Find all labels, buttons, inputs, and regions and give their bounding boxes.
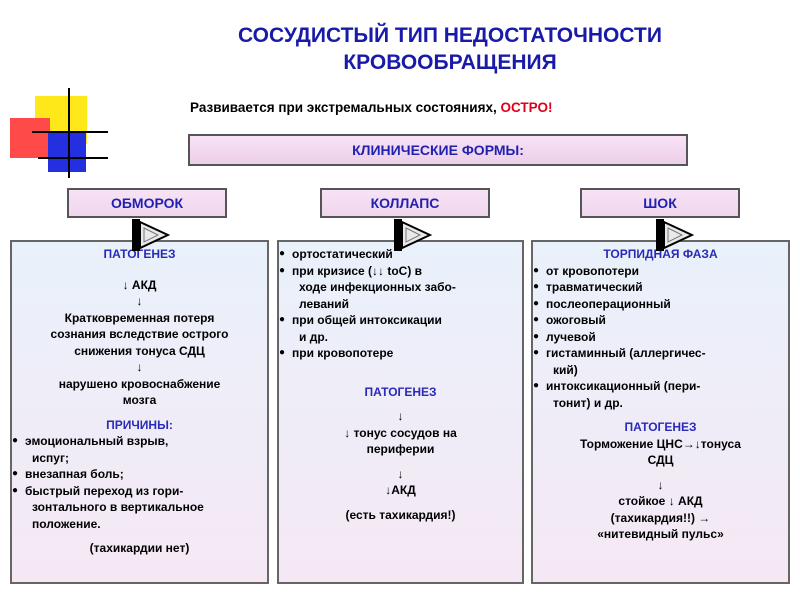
shock-item-3: послеоперационный xyxy=(533,296,788,313)
form-collapse: КОЛЛАПС xyxy=(320,188,490,218)
shock-item-6: гистаминный (аллергичес- xyxy=(533,345,788,362)
syncope-causes-label: ПРИЧИНЫ: xyxy=(106,417,173,432)
collapse-item-3: при общей интоксикации xyxy=(279,312,522,329)
collapse-pathogenesis-label: ПАТОГЕНЕЗ xyxy=(364,384,437,399)
shock-item-7-cont: тонит) и др. xyxy=(553,395,623,410)
collapse-akd: ↓АКД xyxy=(385,483,416,497)
syncope-cause-3-cont-2: положение. xyxy=(32,516,101,531)
shock-cns-1: Торможение ЦНС→↓тонуса xyxy=(580,436,741,451)
syncope-blood-1: нарушено кровоснабжение xyxy=(58,376,221,391)
syncope-arrow-1: ↓ xyxy=(136,294,143,308)
page-title: СОСУДИСТЫЙ ТИП НЕДОСТАТОЧНОСТИ КРОВООБРА… xyxy=(150,22,750,76)
shock-item-4: ожоговый xyxy=(533,312,788,329)
collapse-tone-1: ↓ тонус сосудов на xyxy=(344,425,457,440)
shock-cns-2: СДЦ xyxy=(647,453,674,467)
syncope-loss-1: Кратковременная потеря xyxy=(64,310,215,325)
shock-akd-2: (тахикардия!!) → xyxy=(610,510,711,525)
syncope-cause-3: быстрый переход из гори- xyxy=(12,483,267,500)
syncope-note: (тахикардии нет) xyxy=(89,541,190,555)
shock-arrow: ↓ xyxy=(657,477,664,492)
collapse-item-2: при кризисе (↓↓ toC) в xyxy=(279,263,522,280)
subtitle-main: Развивается при экстремальных состояниях… xyxy=(190,100,501,115)
deco-red-square xyxy=(10,118,50,158)
pointer-arrow-icon xyxy=(656,219,694,251)
syncope-cause-1-cont: испуг; xyxy=(32,450,69,465)
syncope-cause-2: внезапная боль; xyxy=(12,466,267,483)
clinical-forms-header: КЛИНИЧЕСКИЕ ФОРМЫ: xyxy=(188,134,688,166)
syncope-panel: ПАТОГЕНЕЗ ↓ АКД ↓ Кратковременная потеря… xyxy=(10,240,269,584)
syncope-akd: ↓ АКД xyxy=(122,277,157,292)
shock-panel: ТОРПИДНАЯ ФАЗА от кровопотери травматиче… xyxy=(531,240,790,584)
subtitle: Развивается при экстремальных состояниях… xyxy=(190,100,552,115)
collapse-item-3-cont: и др. xyxy=(299,329,328,344)
form-syncope: ОБМОРОК xyxy=(67,188,227,218)
collapse-tone-2: периферии xyxy=(366,442,435,456)
shock-item-7: интоксикационный (пери- xyxy=(533,378,788,395)
title-line-1: СОСУДИСТЫЙ ТИП НЕДОСТАТОЧНОСТИ xyxy=(238,24,662,47)
collapse-arrow-1: ↓ xyxy=(397,409,404,423)
pointer-arrow-icon xyxy=(132,219,170,251)
syncope-loss-3: снижения тонуса СДЦ xyxy=(74,343,205,358)
collapse-item-2-cont-1: ходе инфекционных забо- xyxy=(299,280,456,294)
subtitle-acute: ОСТРО! xyxy=(500,100,553,115)
shock-item-6-cont: кий) xyxy=(553,362,578,377)
deco-blue-square xyxy=(48,132,86,172)
title-line-2: КРОВООБРАЩЕНИЯ xyxy=(343,51,557,74)
syncope-blood-2: мозга xyxy=(122,393,157,407)
syncope-cause-1: эмоциональный взрыв, xyxy=(12,433,267,450)
shock-item-1: от кровопотери xyxy=(533,263,788,280)
decorative-squares xyxy=(10,88,108,178)
shock-phase-label: ТОРПИДНАЯ ФАЗА xyxy=(603,247,718,261)
collapse-panel: ортостатический при кризисе (↓↓ toC) в х… xyxy=(277,240,524,584)
pointer-arrow-icon xyxy=(394,219,432,251)
collapse-note: (есть тахикардия!) xyxy=(345,507,456,522)
syncope-arrow-2: ↓ xyxy=(136,360,143,374)
syncope-loss-2: сознания вследствие острого xyxy=(50,327,229,341)
syncope-cause-3-cont-1: зонтального в вертикальное xyxy=(32,500,204,514)
shock-akd-3: «нитевидный пульс» xyxy=(597,527,724,541)
shock-akd-1: стойкое ↓ АКД xyxy=(618,494,703,508)
collapse-item-4: при кровопотере xyxy=(279,345,522,362)
shock-pathogenesis-label: ПАТОГЕНЕЗ xyxy=(624,420,697,434)
collapse-item-1: ортостатический xyxy=(279,246,522,263)
form-shock: ШОК xyxy=(580,188,740,218)
collapse-arrow-2: ↓ xyxy=(397,466,404,481)
collapse-item-2-cont-2: леваний xyxy=(299,296,350,311)
syncope-pathogenesis-label: ПАТОГЕНЕЗ xyxy=(103,247,176,261)
shock-item-2: травматический xyxy=(533,279,788,296)
shock-item-5: лучевой xyxy=(533,329,788,346)
